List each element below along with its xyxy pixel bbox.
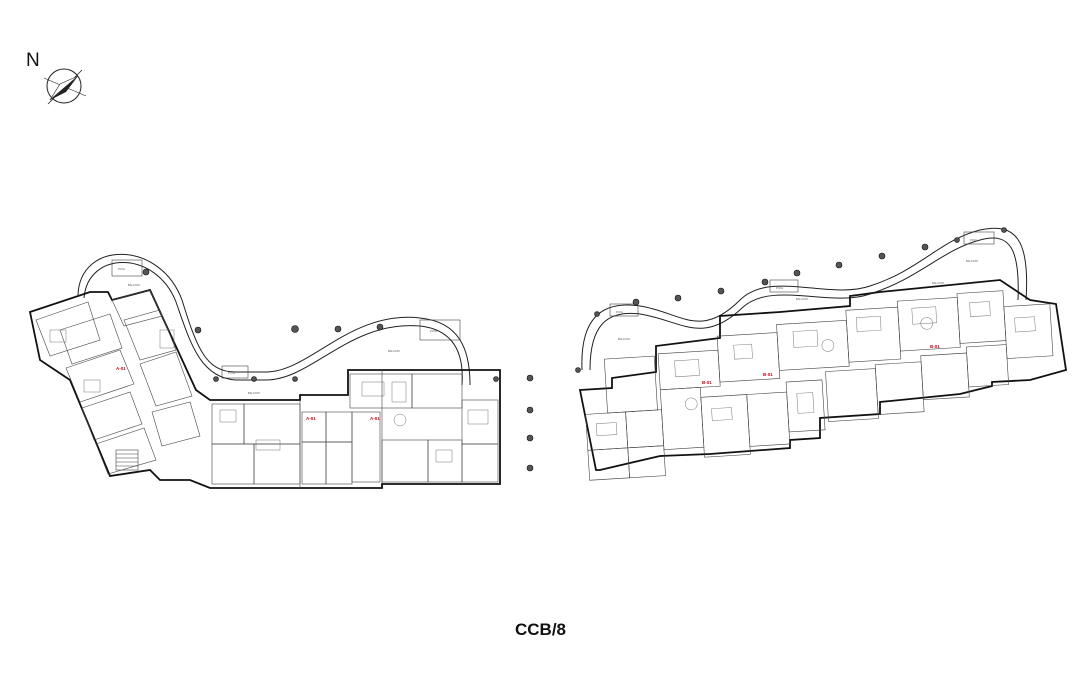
unit-tag: B-01	[930, 344, 940, 349]
room-label: POOL	[228, 371, 236, 375]
room-label: BALCONY	[932, 281, 945, 285]
room-label: BALCONY	[388, 349, 401, 353]
unit-tag: B-01	[702, 380, 712, 385]
north-label: N	[26, 50, 40, 71]
room-label: BALCONY	[618, 337, 631, 341]
room-label: BALCONY	[796, 297, 809, 301]
unit-tag: B-01	[763, 372, 773, 377]
room-label: POOL	[970, 238, 978, 242]
unit-tag: A-01	[306, 416, 316, 421]
unit-tag: A-01	[370, 416, 380, 421]
unit-tag: A-01	[116, 366, 126, 371]
room-label: BALCONY	[966, 259, 979, 263]
left-building-block: A-01 A-01 A-01 BALCONY BALCONY BALCONY P…	[28, 253, 501, 489]
room-label: BALCONY	[128, 283, 141, 287]
room-label: POOL	[430, 329, 438, 333]
right-building-block: B-01 B-01 B-01 BALCONY BALCONY BALCONY B…	[578, 227, 1068, 481]
room-label: POOL	[616, 310, 624, 314]
north-arrow-icon	[43, 68, 87, 105]
room-label: POOL	[118, 267, 126, 271]
structural-columns	[142, 227, 1007, 472]
sheet-code: CCB/8	[514, 620, 566, 639]
room-label: POOL	[776, 286, 784, 290]
room-label: BALCONY	[248, 391, 261, 395]
